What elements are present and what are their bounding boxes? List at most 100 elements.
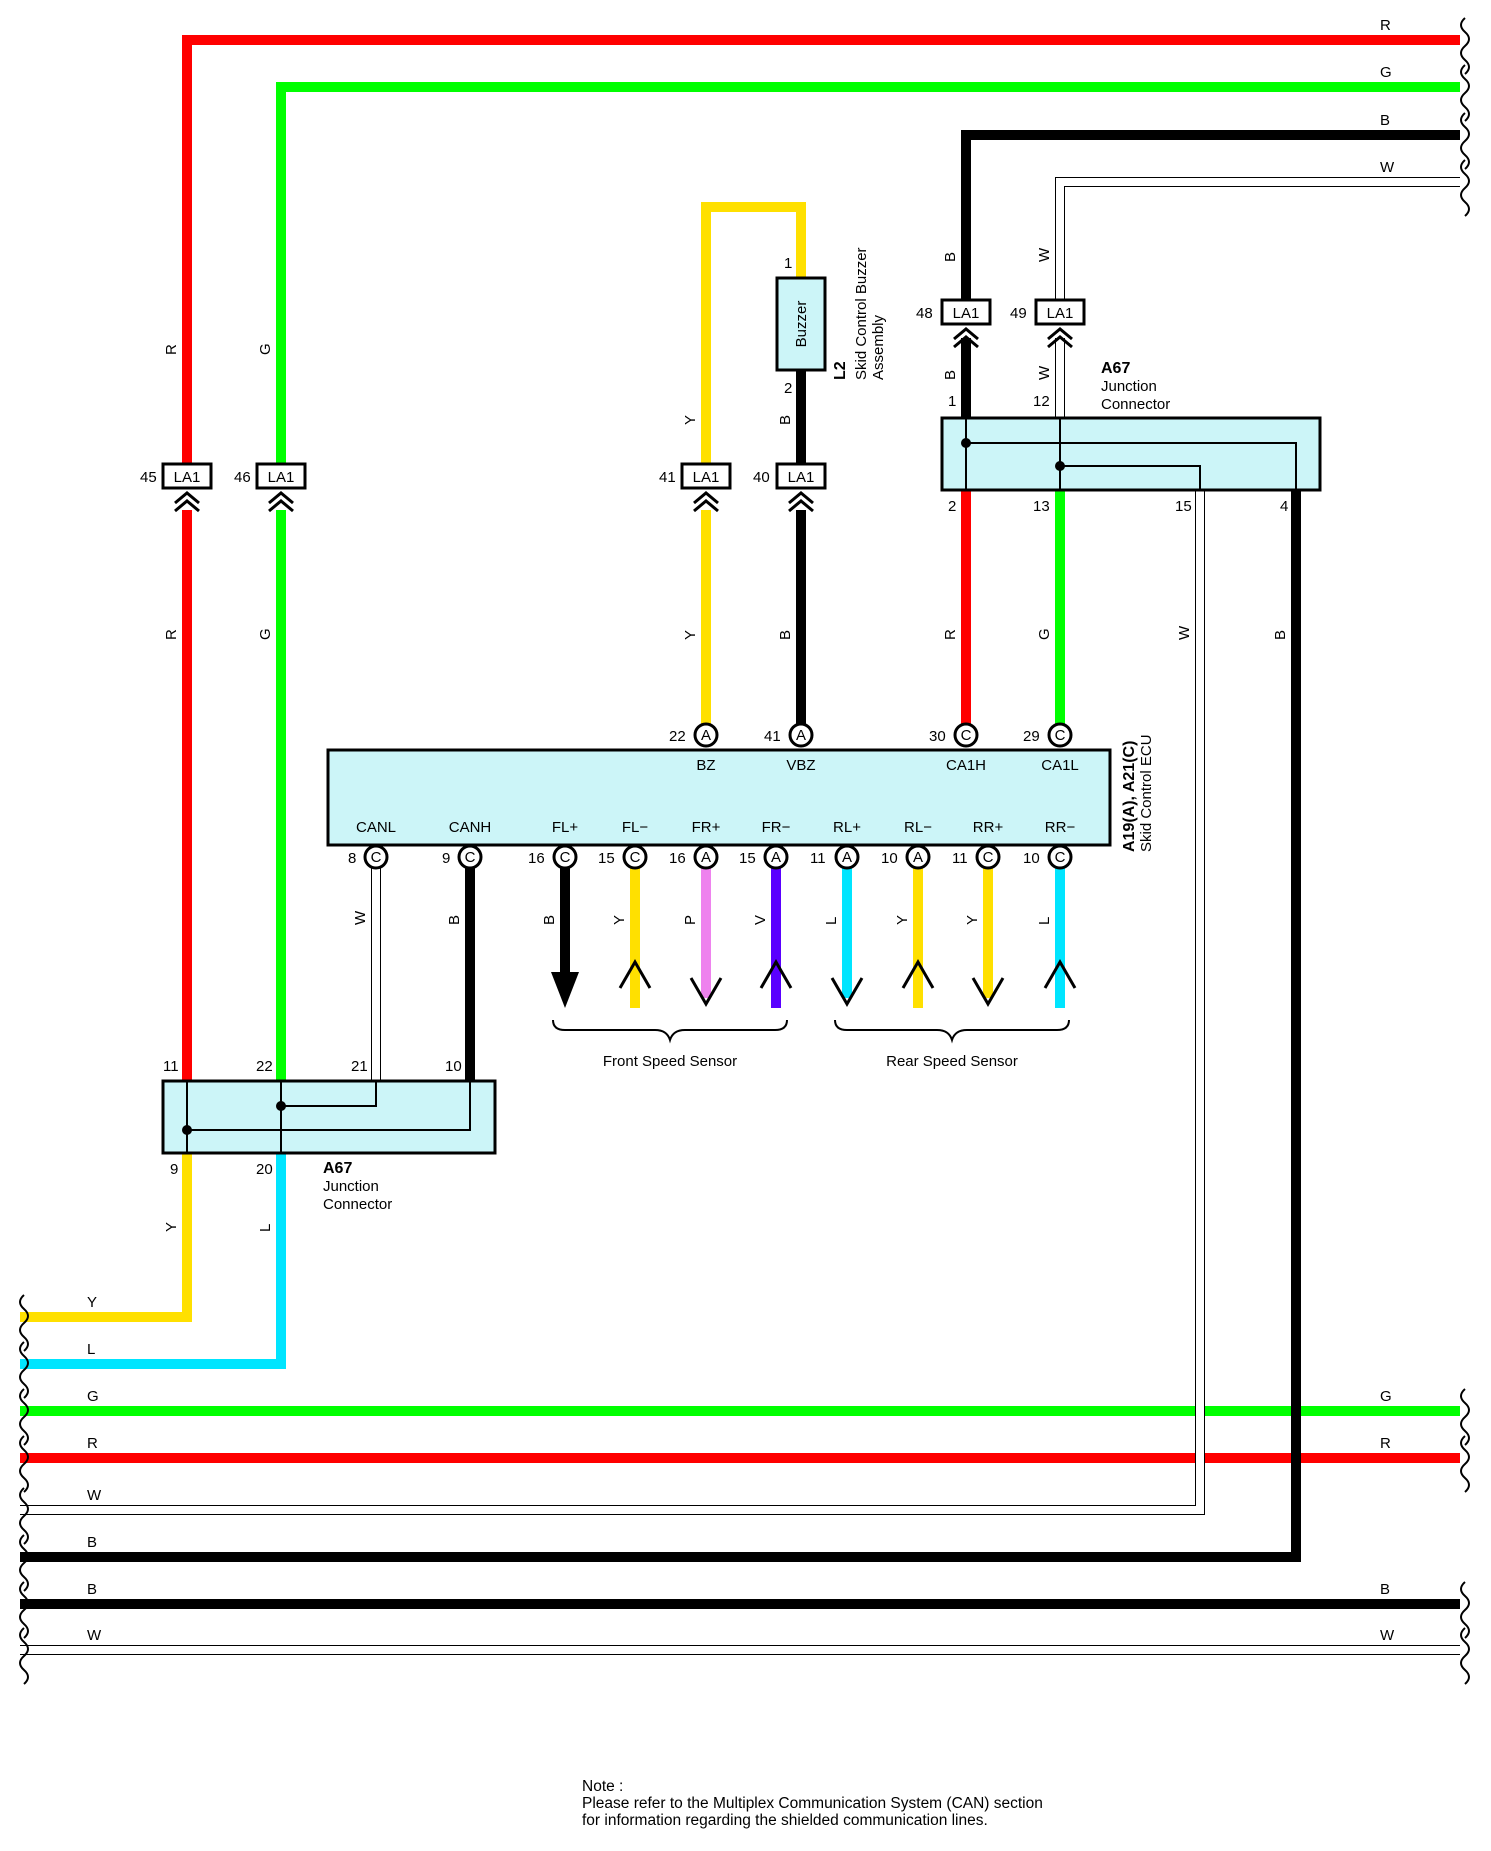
svg-text:A: A [913, 849, 923, 866]
svg-text:LA1: LA1 [953, 305, 980, 322]
svg-text:FL+: FL+ [552, 819, 579, 836]
svg-text:LA1: LA1 [788, 469, 815, 486]
svg-text:R: R [942, 629, 959, 640]
svg-text:B: B [1380, 1581, 1390, 1598]
svg-text:W: W [1380, 1627, 1395, 1644]
svg-text:W: W [1176, 625, 1193, 640]
svg-text:20: 20 [256, 1161, 273, 1178]
svg-text:C: C [961, 727, 972, 744]
svg-text:Y: Y [682, 415, 699, 425]
svg-text:G: G [1380, 1388, 1392, 1405]
svg-text:LA1: LA1 [268, 469, 295, 486]
svg-text:CA1L: CA1L [1041, 757, 1079, 774]
svg-text:Connector: Connector [323, 1196, 392, 1213]
svg-text:G: G [257, 628, 274, 640]
svg-text:G: G [1036, 628, 1053, 640]
svg-text:C: C [630, 849, 641, 866]
svg-text:10: 10 [445, 1058, 462, 1075]
svg-text:RR+: RR+ [973, 819, 1004, 836]
note-line-2: for information regarding the shielded c… [582, 1812, 988, 1829]
svg-text:Front Speed Sensor: Front Speed Sensor [603, 1053, 737, 1070]
svg-text:9: 9 [442, 850, 450, 867]
svg-text:FR−: FR− [762, 819, 791, 836]
buzzer-code: L2 [832, 361, 849, 380]
svg-text:Connector: Connector [1101, 396, 1170, 413]
svg-text:C: C [1055, 727, 1066, 744]
svg-text:A: A [842, 849, 852, 866]
svg-text:R: R [1380, 17, 1391, 34]
svg-text:P: P [682, 915, 699, 925]
ecu-terminal-bz: A 22 BZ [669, 722, 719, 774]
svg-text:4: 4 [1280, 498, 1288, 515]
svg-text:BZ: BZ [696, 757, 715, 774]
svg-text:Y: Y [87, 1294, 97, 1311]
svg-text:1: 1 [784, 255, 792, 272]
svg-text:8: 8 [348, 850, 356, 867]
ecu-code: A19(A), A21(C) [1121, 741, 1138, 852]
svg-text:VBZ: VBZ [786, 757, 815, 774]
junction-connector-bottom: 11 22 21 10 9 20 A67 Junction Connector [161, 1058, 497, 1213]
wires [20, 35, 1460, 1655]
svg-text:Y: Y [682, 630, 699, 640]
ecu-terminal-ca1h: C 30 CA1H [929, 722, 986, 774]
la1-connector-45: LA1 45 [140, 462, 213, 513]
wire-l-jc20 [20, 1153, 286, 1369]
wire-color-labels: R G B W G R B W Y L G R W B B W R G R G … [87, 17, 1395, 1644]
svg-text:G: G [1380, 64, 1392, 81]
svg-text:C: C [465, 849, 476, 866]
svg-text:B: B [942, 252, 959, 262]
rear-speed-sensor-group: Rear Speed Sensor [834, 1019, 1070, 1070]
ecu-terminal-ca1l: C 29 CA1L [1023, 722, 1079, 774]
svg-text:R: R [1380, 1435, 1391, 1452]
wire-r-top [182, 35, 1460, 478]
svg-text:15: 15 [739, 850, 756, 867]
svg-text:LA1: LA1 [174, 469, 201, 486]
svg-text:40: 40 [753, 469, 770, 486]
wire-y-jc9 [20, 1153, 192, 1322]
la1-connector-40: LA1 40 [753, 462, 827, 513]
svg-text:Assembly: Assembly [870, 314, 887, 380]
svg-text:Rear Speed Sensor: Rear Speed Sensor [886, 1053, 1018, 1070]
note-line-1: Please refer to the Multiplex Communicat… [582, 1795, 1043, 1812]
wire-w-jc15 [20, 490, 1205, 1515]
svg-text:41: 41 [659, 469, 676, 486]
svg-text:2: 2 [948, 498, 956, 515]
svg-text:W: W [1036, 365, 1053, 380]
svg-text:W: W [1036, 247, 1053, 262]
svg-text:B: B [87, 1534, 97, 1551]
svg-text:LA1: LA1 [1047, 305, 1074, 322]
svg-text:G: G [257, 343, 274, 355]
svg-text:CANL: CANL [356, 819, 396, 836]
svg-text:21: 21 [351, 1058, 368, 1075]
wire-b-jc4 [20, 490, 1301, 1562]
svg-text:Y: Y [163, 1222, 180, 1232]
svg-text:Y: Y [964, 915, 981, 925]
skid-control-ecu: A19(A), A21(C) Skid Control ECU A 22 BZ … [326, 722, 1155, 870]
svg-text:1: 1 [948, 393, 956, 410]
ecu-terminal-fr-minus: FR− A 15 [739, 819, 791, 870]
svg-text:16: 16 [528, 850, 545, 867]
svg-text:B: B [87, 1581, 97, 1598]
svg-text:G: G [87, 1388, 99, 1405]
svg-text:W: W [352, 910, 369, 925]
svg-text:11: 11 [952, 850, 968, 867]
jc-top-code: A67 [1101, 360, 1130, 377]
ecu-terminal-fl-minus: FL− C 15 [598, 819, 648, 870]
svg-text:L: L [823, 917, 840, 925]
svg-text:48: 48 [916, 305, 933, 322]
svg-text:B: B [942, 370, 959, 380]
svg-text:10: 10 [1023, 850, 1040, 867]
ecu-terminal-rl-minus: RL− A 10 [881, 819, 932, 870]
svg-text:Y: Y [611, 915, 628, 925]
ecu-terminal-fl-plus: FL+ C 16 [528, 819, 579, 870]
svg-text:16: 16 [669, 850, 686, 867]
buzzer-assembly: Buzzer 1 2 L2 Skid Control Buzzer Assemb… [775, 247, 887, 397]
buzzer-label: Buzzer [793, 301, 810, 348]
svg-text:22: 22 [256, 1058, 273, 1075]
wire-w-top [1055, 177, 1460, 304]
ecu-terminal-canh: CANH C 9 [442, 819, 491, 870]
la1-connector-46: LA1 46 [234, 462, 307, 513]
svg-text:B: B [1272, 630, 1289, 640]
ecu-terminal-rr-minus: RR− C 10 [1023, 819, 1075, 870]
svg-text:15: 15 [598, 850, 615, 867]
